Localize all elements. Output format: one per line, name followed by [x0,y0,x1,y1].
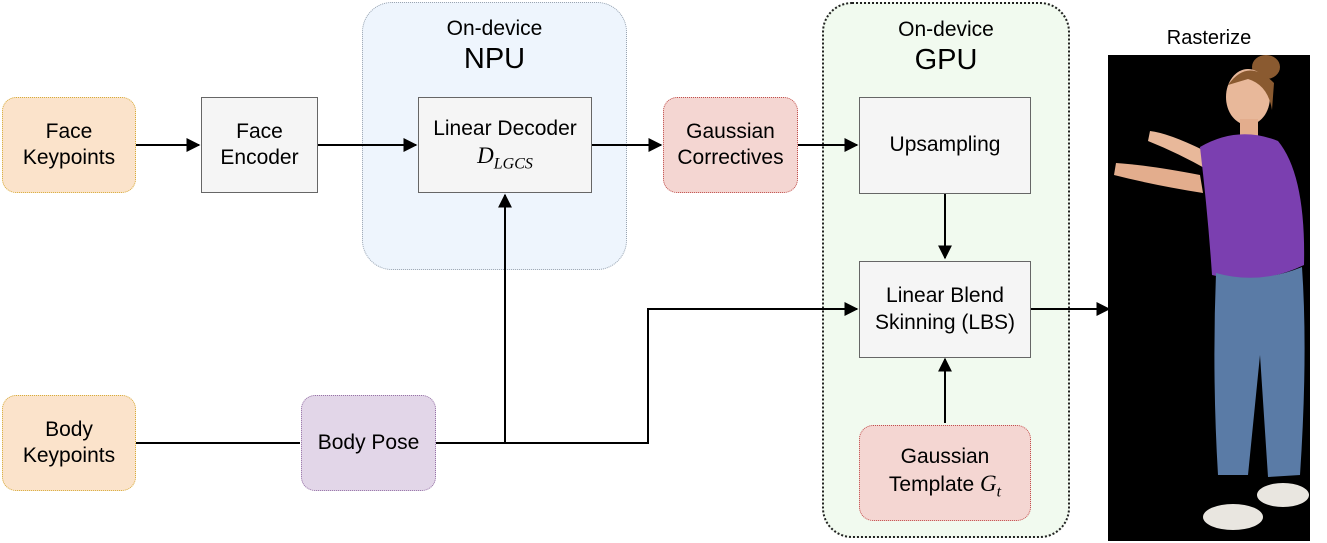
body-keypoints-line2: Keypoints [22,444,116,467]
gaussian-correctives-line2: Correctives [677,146,784,169]
lbs-line2: Skinning (LBS) [874,310,1016,334]
face-encoder-line1: Face [236,119,283,143]
linear-decoder-symbol: DLGCS [477,142,533,173]
npu-group-title: NPU [463,43,526,75]
face-encoder-node: Face Encoder [201,97,318,193]
npu-group-subtitle: On-device [446,17,543,40]
rendered-avatar-panel [1108,55,1310,541]
gpu-group-title: GPU [914,44,978,76]
rasterize-title: Rasterize [1166,27,1252,49]
rendered-avatar-image [1114,55,1309,530]
face-keypoints-line2: Keypoints [22,146,116,169]
lbs-node: Linear Blend Skinning (LBS) [859,261,1031,358]
gaussian-correctives-node: Gaussian Correctives [663,97,798,193]
body-pose-label: Body Pose [317,430,420,454]
linear-decoder-line1: Linear Decoder [433,116,577,140]
body-keypoints-node: Body Keypoints [2,395,136,491]
body-keypoints-line1: Body [45,417,93,441]
lbs-line1: Linear Blend [886,284,1004,308]
upsampling-label: Upsampling [889,133,1001,157]
body-pose-node: Body Pose [301,395,436,491]
gaussian-template-line2: Template Gt [888,470,1002,501]
face-keypoints-line1: Face [45,119,93,143]
gaussian-template-line1: Gaussian [900,444,990,468]
gpu-group-subtitle: On-device [898,18,994,41]
gaussian-correctives-line1: Gaussian [686,119,775,143]
face-encoder-line2: Encoder [220,146,299,169]
arrow-pose-to-lbs [505,302,859,444]
gaussian-template-node: Gaussian Template Gt [859,425,1031,521]
face-keypoints-node: Face Keypoints [2,97,136,193]
linear-decoder-node: Linear Decoder DLGCS [418,97,592,193]
upsampling-node: Upsampling [859,97,1031,194]
